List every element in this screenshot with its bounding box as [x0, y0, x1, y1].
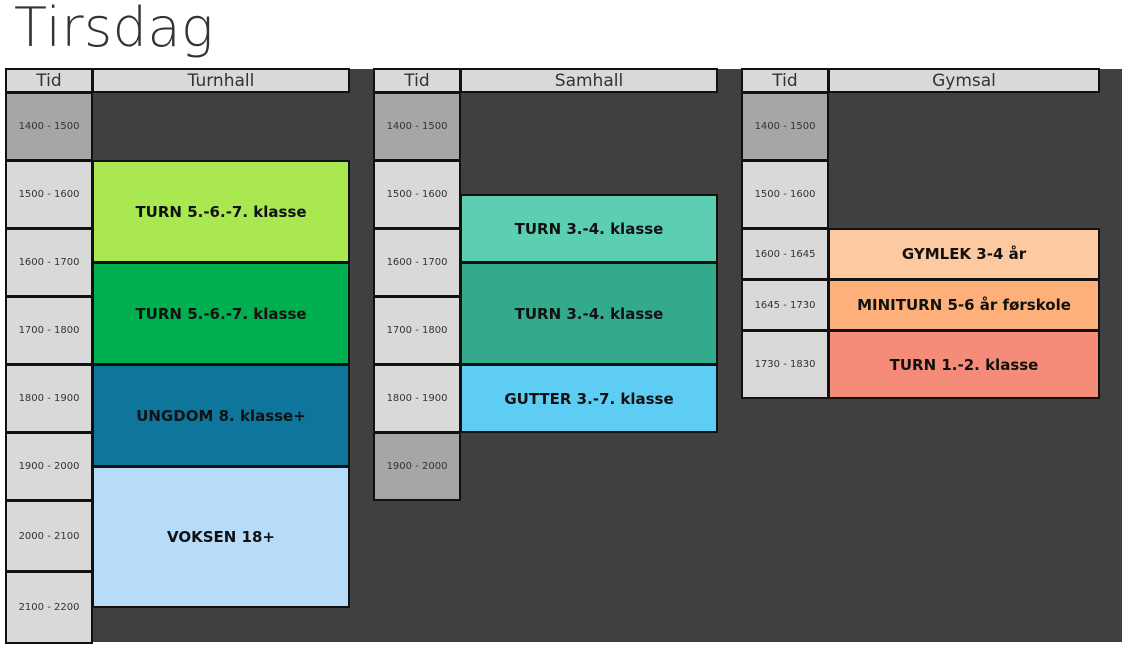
activity-block[interactable]: UNGDOM 8. klasse+ — [92, 364, 350, 467]
time-column-header: Tid — [5, 68, 93, 93]
activity-block[interactable]: TURN 1.-2. klasse — [828, 330, 1100, 399]
time-slot: 1645 - 1730 — [741, 279, 829, 331]
time-slot: 1900 - 2000 — [5, 432, 93, 501]
time-slot: 1900 - 2000 — [373, 432, 461, 501]
time-slot: 1800 - 1900 — [373, 364, 461, 433]
time-column-header: Tid — [741, 68, 829, 93]
time-slot: 1600 - 1700 — [373, 228, 461, 297]
time-slot: 1700 - 1800 — [5, 296, 93, 365]
time-slot: 1400 - 1500 — [5, 92, 93, 161]
time-slot: 1700 - 1800 — [373, 296, 461, 365]
time-slot: 1730 - 1830 — [741, 330, 829, 399]
time-slot: 1800 - 1900 — [5, 364, 93, 433]
page-title: Tirsdag — [14, 0, 214, 59]
activity-block[interactable]: TURN 3.-4. klasse — [460, 262, 718, 365]
hall-header-samhall: Samhall — [460, 68, 718, 93]
activity-block[interactable]: MINITURN 5-6 år førskole — [828, 279, 1100, 331]
time-slot: 1400 - 1500 — [741, 92, 829, 161]
hall-header-turnhall: Turnhall — [92, 68, 350, 93]
activity-block[interactable]: GUTTER 3.-7. klasse — [460, 364, 718, 433]
time-slot: 1400 - 1500 — [373, 92, 461, 161]
time-slot: 1500 - 1600 — [373, 160, 461, 229]
time-slot: 1600 - 1700 — [5, 228, 93, 297]
activity-block[interactable]: VOKSEN 18+ — [92, 466, 350, 608]
time-slot: 2000 - 2100 — [5, 500, 93, 572]
activity-block[interactable]: GYMLEK 3-4 år — [828, 228, 1100, 280]
activity-block[interactable]: TURN 5.-6.-7. klasse — [92, 262, 350, 365]
time-slot: 1500 - 1600 — [741, 160, 829, 229]
time-slot: 1600 - 1645 — [741, 228, 829, 280]
time-slot: 1500 - 1600 — [5, 160, 93, 229]
activity-block[interactable]: TURN 3.-4. klasse — [460, 194, 718, 263]
activity-block[interactable]: TURN 5.-6.-7. klasse — [92, 160, 350, 263]
time-slot: 2100 - 2200 — [5, 571, 93, 644]
time-column-header: Tid — [373, 68, 461, 93]
hall-header-gymsal: Gymsal — [828, 68, 1100, 93]
